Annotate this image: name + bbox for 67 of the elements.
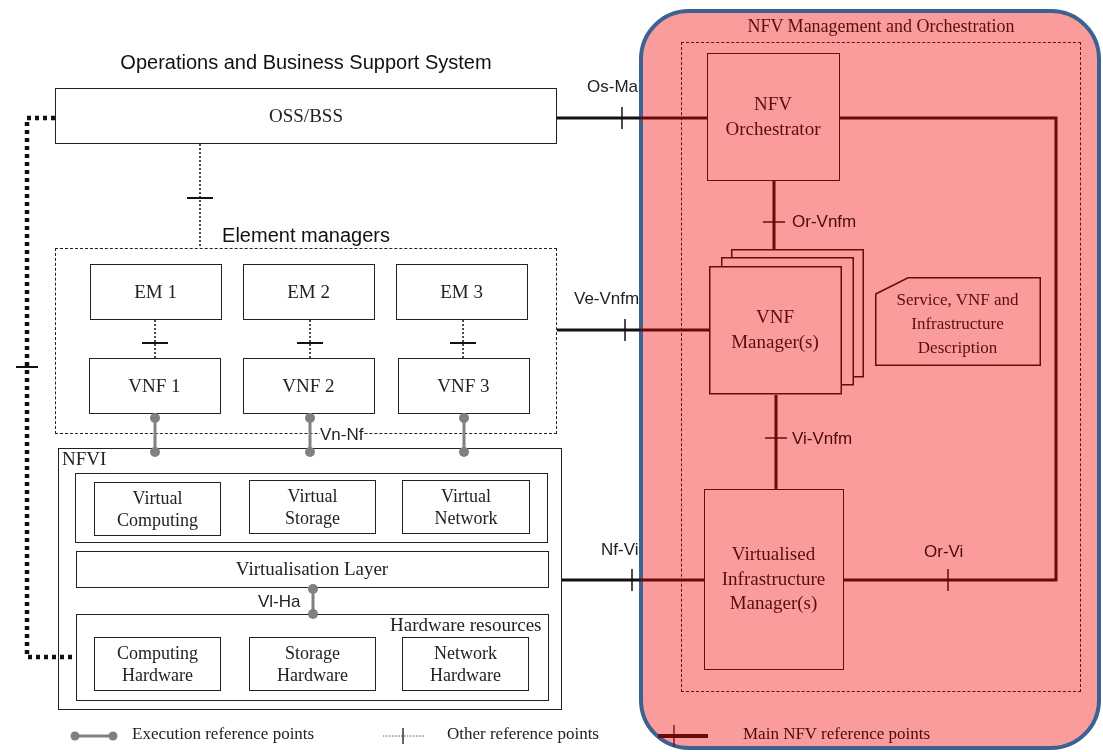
execution-reference-connector	[308, 584, 318, 619]
edge-label: Or-Vnfm	[792, 213, 857, 230]
component-box	[249, 637, 376, 691]
edge-label: Os-Ma	[587, 78, 638, 95]
execution-reference-connector	[150, 413, 160, 457]
edge-label: Or-Vi	[924, 543, 964, 560]
connector-line	[774, 395, 778, 489]
dotted-connector	[154, 319, 156, 359]
dotted-connector	[199, 143, 201, 249]
group-box	[74, 472, 548, 543]
box-label: VNF 2	[282, 373, 335, 398]
document-card	[874, 276, 1041, 366]
box-label: Virtual Computing	[116, 486, 199, 532]
execution-reference-connector	[305, 413, 315, 457]
box-label: Virtual Storage	[284, 484, 341, 530]
box-label: Service, VNF and Infrastructure Description	[895, 289, 1020, 359]
legend-label: Execution reference points	[132, 724, 315, 744]
edge-label: Nf-Vi	[601, 541, 639, 558]
connector-line	[562, 578, 704, 582]
execution-reference-connector	[459, 413, 469, 457]
edge-label: Vn-Nf	[320, 426, 364, 443]
component-box	[94, 637, 221, 691]
component-box	[395, 263, 528, 320]
connector-line	[557, 116, 707, 120]
component-box	[706, 52, 840, 181]
box-label: Storage Hardware	[276, 641, 349, 687]
box-label: VNF 1	[128, 373, 181, 398]
dotted-connector	[462, 319, 464, 359]
box-label: Virtualised Infrastructure Manager(s)	[720, 541, 827, 616]
box-label: EM 1	[134, 279, 177, 304]
group-label: NFVI	[62, 449, 107, 470]
box-label: EM 2	[287, 279, 330, 304]
component-box	[402, 637, 529, 691]
component-box	[88, 357, 221, 414]
component-box	[242, 357, 375, 414]
edge-label: Ve-Vnfm	[574, 290, 640, 307]
edge-label: Vl-Ha	[258, 593, 301, 610]
box-label: Computing Hardware	[116, 641, 199, 687]
heading: NFV Management and Orchestration	[746, 15, 1016, 38]
infrastructure-frame	[58, 448, 562, 710]
group-label: Hardware resources	[390, 614, 542, 636]
box-label: OSS/BSS	[269, 103, 343, 128]
component-box	[75, 550, 549, 588]
connector-line	[557, 328, 709, 332]
box-label: EM 3	[440, 279, 483, 304]
component-box	[397, 357, 530, 414]
component-box	[89, 263, 222, 320]
connector-line	[772, 181, 776, 249]
heading: Element managers	[221, 223, 391, 248]
component-box	[242, 263, 375, 320]
legend-label: Other reference points	[447, 724, 599, 744]
box-label: Network Hardware	[429, 641, 502, 687]
legend-label: Main NFV reference points	[743, 724, 931, 744]
component-box	[402, 480, 530, 534]
component-box	[94, 482, 221, 536]
box-label: NFV Orchestrator	[724, 91, 822, 141]
dotted-connector	[309, 319, 311, 359]
box-label: Virtual Network	[433, 484, 499, 530]
connector-line	[840, 116, 1058, 582]
component-box	[703, 488, 844, 670]
component-box	[249, 480, 376, 534]
box-label: Virtualisation Layer	[235, 556, 389, 581]
heading: Operations and Business Support System	[119, 50, 493, 75]
box-label: VNF Manager(s)	[730, 305, 820, 354]
resource-group-box	[75, 613, 549, 701]
box-label: VNF 3	[437, 373, 490, 398]
edge-label: Vi-Vnfm	[792, 430, 853, 447]
